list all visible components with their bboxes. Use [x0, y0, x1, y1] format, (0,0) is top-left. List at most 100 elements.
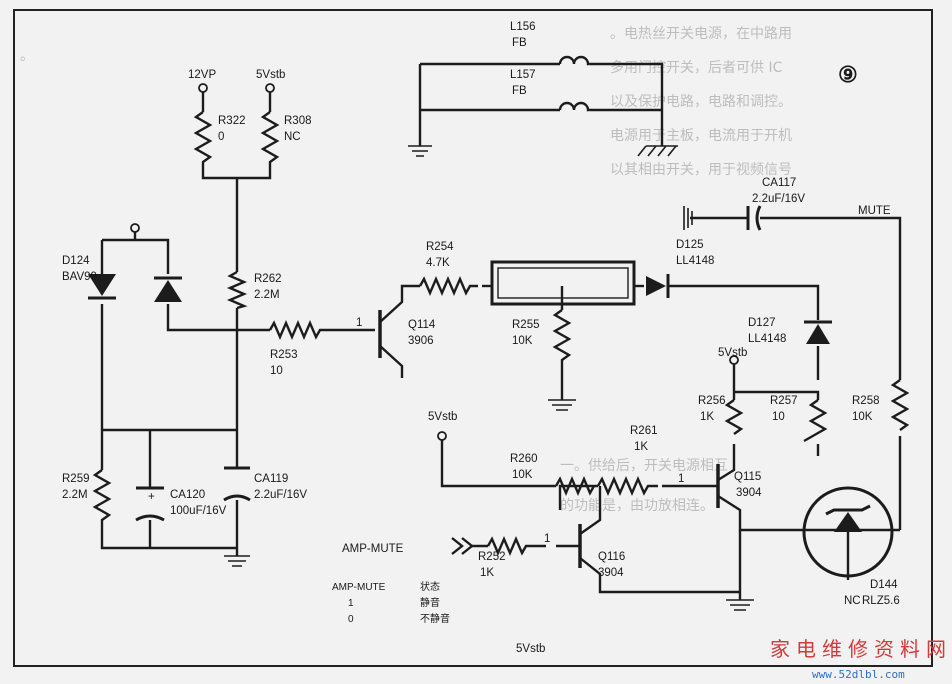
label-d125: D125: [676, 239, 704, 251]
diodes: [88, 274, 894, 578]
table-header-amp-mute: AMP-MUTE: [332, 582, 386, 593]
bg-text-line: 多用门控开关，后者可供 IC: [610, 59, 783, 76]
bg-text-line: 。电热丝开关电源，在中路用: [610, 26, 792, 42]
r258-resistor: [890, 379, 910, 431]
ground-icon: [548, 399, 576, 411]
label-r254: R254: [426, 241, 454, 253]
label-ca117: CA117: [762, 177, 796, 189]
terminal-5vstb-top: [265, 83, 275, 93]
label-mute: MUTE: [858, 205, 891, 217]
label-d144: D144: [870, 579, 898, 591]
label-ca117-value: 2.2uF/16V: [752, 193, 805, 205]
d124-right-diode: [154, 276, 182, 302]
label-r257: R257: [770, 395, 798, 407]
ca117-capacitor: [746, 205, 762, 231]
label-r261: R261: [630, 425, 658, 437]
label-q115-value: 3904: [736, 487, 762, 499]
ground-icon: [683, 206, 693, 230]
label-pin1: 1: [678, 473, 684, 485]
label-r253-value: 10: [270, 365, 283, 377]
wires: [100, 62, 902, 600]
watermark-url: www.52dlbl.com: [812, 668, 905, 681]
terminal-d124-top: [130, 223, 140, 233]
r261-resistor: [596, 475, 658, 497]
label-r260: R260: [510, 453, 538, 465]
transistors: [378, 310, 720, 568]
r254-resistor: [418, 275, 478, 297]
label-q116: Q116: [598, 551, 625, 563]
label-pin1: 1: [544, 533, 550, 545]
inductors: [558, 55, 591, 112]
ground-icon: [224, 555, 250, 567]
label-5vstb-mid: 5Vstb: [428, 411, 457, 423]
label-r252-value: 1K: [480, 567, 494, 579]
label-r261-value: 1K: [634, 441, 648, 453]
r255-resistor: [552, 309, 572, 370]
svg-text:+: +: [148, 491, 155, 503]
label-r308: R308: [284, 115, 312, 127]
ground-icon: [408, 145, 432, 157]
terminals: [130, 83, 739, 441]
r252-resistor: [486, 535, 546, 557]
table-row-state: 静音: [420, 596, 440, 609]
bg-text-line: 一。供给后，开关电源相互: [560, 458, 728, 474]
label-r322: R322: [218, 115, 246, 127]
label-l156: L156: [510, 21, 536, 33]
label-l157-value: FB: [512, 85, 527, 97]
frame-border: [13, 9, 933, 667]
ca120-capacitor: +: [135, 486, 165, 522]
mute-box-inner: [497, 267, 629, 299]
resistors: [92, 111, 910, 557]
label-r255: R255: [512, 319, 540, 331]
label-r256-value: 1K: [700, 411, 714, 423]
label-r255-value: 10K: [512, 335, 533, 347]
d127-diode: [804, 320, 832, 344]
label-q114: Q114: [408, 319, 436, 331]
label-ca119: CA119: [254, 473, 288, 485]
watermark-text: 家电维修资料网: [770, 637, 952, 661]
label-r308-value: NC: [284, 131, 301, 143]
label-r259: R259: [62, 473, 90, 485]
r322-resistor: [193, 111, 213, 172]
bg-text-line: 的功能是，由功放相连。: [560, 498, 714, 514]
terminal-12vp: [198, 83, 208, 93]
label-l156-value: FB: [512, 37, 527, 49]
d125-diode: [646, 274, 670, 298]
label-d127: D127: [748, 317, 776, 329]
r308-resistor: [260, 111, 280, 172]
label-q114-value: 3906: [408, 335, 434, 347]
label-d124: D124: [62, 255, 90, 267]
ca119-capacitor: [223, 466, 251, 502]
label-ca120: CA120: [170, 489, 205, 501]
label-pin1: 1: [356, 317, 362, 329]
r253-resistor: [268, 319, 330, 341]
terminal-5vstb-right: [729, 355, 739, 365]
label-r256: R256: [698, 395, 726, 407]
label-r258: R258: [852, 395, 880, 407]
r259-resistor: [92, 469, 112, 530]
label-r253: R253: [270, 349, 298, 361]
mute-box: [490, 260, 636, 306]
label-q116-value: 3904: [598, 567, 624, 579]
r262-resistor: [226, 270, 248, 310]
capacitors: +: [135, 205, 762, 522]
label-ca119-value: 2.2uF/16V: [254, 489, 307, 501]
label-r258-value: 10K: [852, 411, 873, 423]
label-r262: R262: [254, 273, 282, 285]
label-r252: R252: [478, 551, 506, 563]
d124-left-diode: [88, 274, 116, 300]
label-ca120-value: 100uF/16V: [170, 505, 227, 517]
label-amp-mute: AMP-MUTE: [342, 543, 404, 555]
label-d124-value: BAV99: [62, 271, 97, 283]
table-row-value: 1: [348, 598, 354, 609]
bg-text-line: 。: [20, 48, 34, 64]
label-q115: Q115: [734, 471, 761, 483]
label-r322-value: 0: [218, 131, 224, 143]
ground-icon: [637, 145, 678, 157]
label-d125-value: LL4148: [676, 255, 714, 267]
table-row-value: 0: [348, 614, 354, 625]
ground-symbols: [224, 145, 754, 611]
background-text: 。电热丝开关电源，在中路用 多用门控开关，后者可供 IC 以及保护电路，电路和调…: [20, 26, 792, 514]
